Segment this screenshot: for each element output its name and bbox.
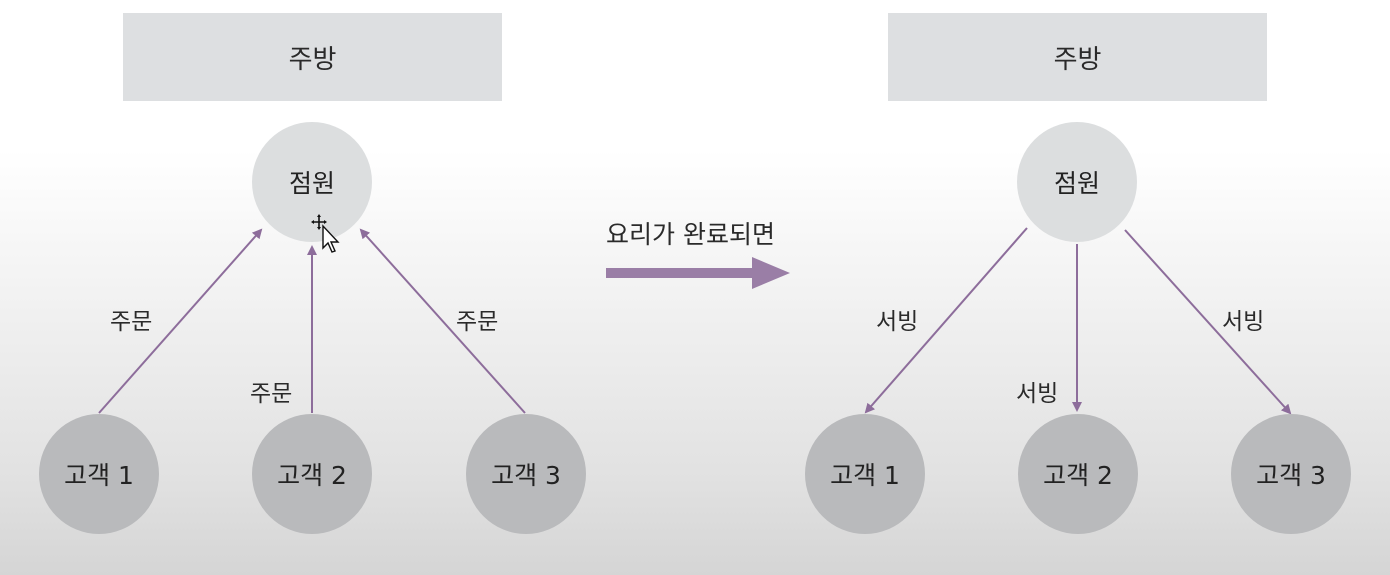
right-serving-arrow-1 bbox=[864, 227, 1028, 414]
right-customer-1-label: 고객 1 bbox=[830, 461, 900, 490]
right-serving-arrow-3 bbox=[1124, 229, 1292, 415]
right-serving-label-3: 서빙 bbox=[1222, 309, 1265, 335]
left-customer-3-label: 고객 3 bbox=[491, 461, 561, 490]
right-staff-node: 점원 bbox=[1017, 122, 1137, 242]
left-staff-label: 점원 bbox=[288, 169, 335, 198]
left-order-label-2: 주문 bbox=[250, 381, 293, 407]
right-customer-1-node: 고객 1 bbox=[805, 414, 925, 534]
left-kitchen-box: 주방 bbox=[123, 13, 502, 101]
right-customer-2-label: 고객 2 bbox=[1043, 461, 1113, 490]
left-customer-3-node: 고객 3 bbox=[466, 414, 586, 534]
cursor-icon bbox=[311, 214, 340, 253]
transition-label: 요리가 완료되면 bbox=[606, 220, 775, 249]
right-kitchen-box: 주방 bbox=[888, 13, 1267, 101]
left-customer-1-label: 고객 1 bbox=[64, 461, 134, 490]
left-order-arrow-3 bbox=[359, 228, 526, 414]
right-serving-label-2: 서빙 bbox=[1016, 381, 1059, 407]
left-order-label-3: 주문 bbox=[456, 309, 499, 335]
right-customer-3-label: 고객 3 bbox=[1256, 461, 1326, 490]
left-customer-1-node: 고객 1 bbox=[39, 414, 159, 534]
right-staff-label: 점원 bbox=[1053, 169, 1100, 198]
left-customer-2-label: 고객 2 bbox=[277, 461, 347, 490]
left-order-arrow-1 bbox=[98, 228, 263, 414]
transition-arrow bbox=[606, 257, 790, 289]
right-customer-2-node: 고객 2 bbox=[1018, 414, 1138, 534]
right-serving-label-1: 서빙 bbox=[876, 309, 919, 335]
left-order-label-1: 주문 bbox=[110, 309, 153, 335]
left-customer-2-node: 고객 2 bbox=[252, 414, 372, 534]
right-customer-3-node: 고객 3 bbox=[1231, 414, 1351, 534]
